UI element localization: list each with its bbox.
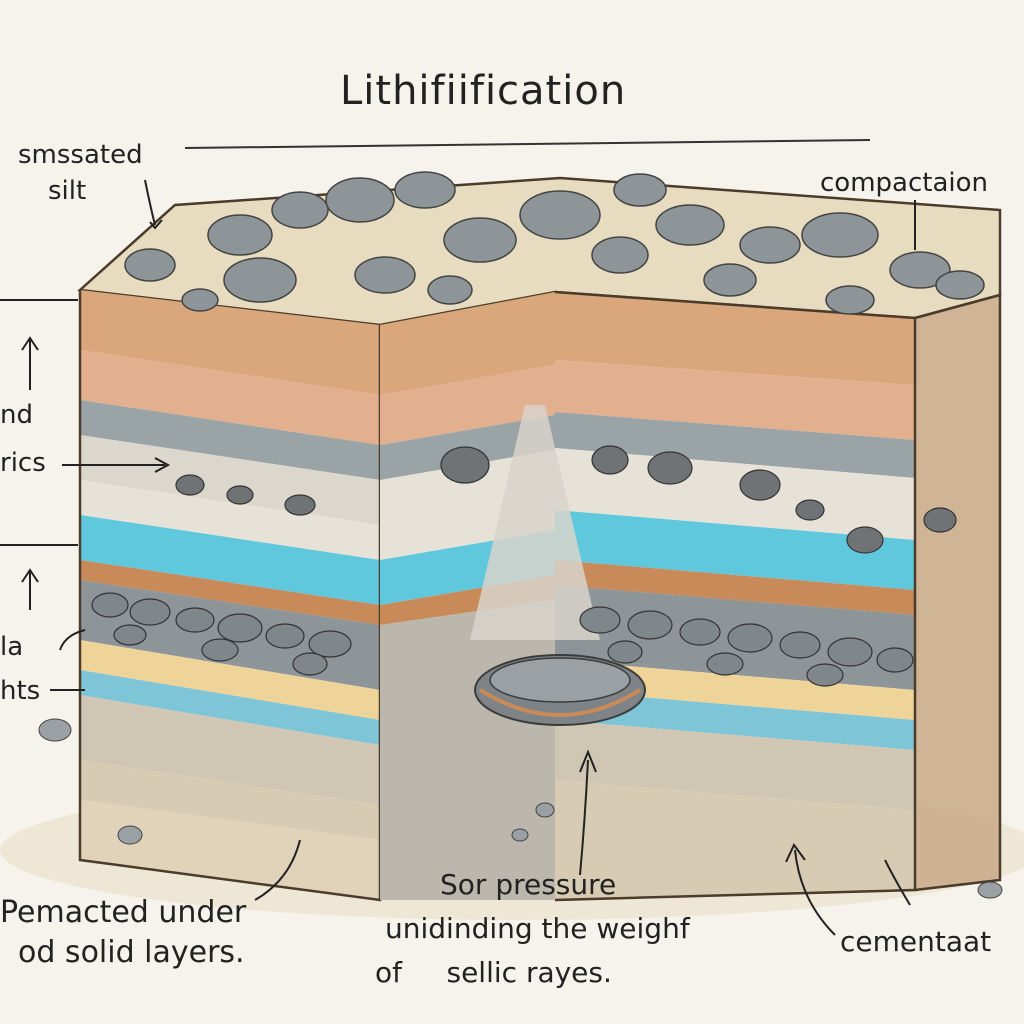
diagram-title: Lithifiification	[340, 68, 627, 114]
label-top-left-line2: silt	[48, 176, 87, 206]
label-left-mid-line2: rics	[0, 448, 46, 478]
pebble-layer	[91, 592, 914, 687]
left-face-layers	[78, 290, 382, 902]
label-left-low-line2: hts	[0, 676, 41, 706]
label-left-mid-line1: nd	[0, 400, 33, 430]
label-top-left-line1: smssated	[18, 140, 143, 170]
label-bottom-center-line3: of sellic rayes.	[375, 956, 612, 989]
label-bottom-center-line1: Sor pressure	[440, 868, 617, 901]
label-left-low-line1: la	[0, 632, 24, 662]
annotation-lines	[0, 179, 916, 936]
label-bottom-center-line2: unidinding the weighf	[385, 912, 690, 945]
label-top-right: compactaion	[820, 168, 988, 198]
label-bottom-left-line1: Pemacted under	[0, 895, 247, 930]
label-bottom-right: cementaat	[840, 925, 992, 958]
right-face-layers	[554, 290, 1002, 902]
pressure-cone	[470, 405, 646, 726]
ground-pebbles	[38, 718, 1003, 899]
title-underline	[184, 139, 871, 149]
label-bottom-left-line2: od solid layers.	[18, 935, 245, 970]
shell-fossils	[175, 445, 957, 554]
top-pebbles	[124, 171, 985, 315]
